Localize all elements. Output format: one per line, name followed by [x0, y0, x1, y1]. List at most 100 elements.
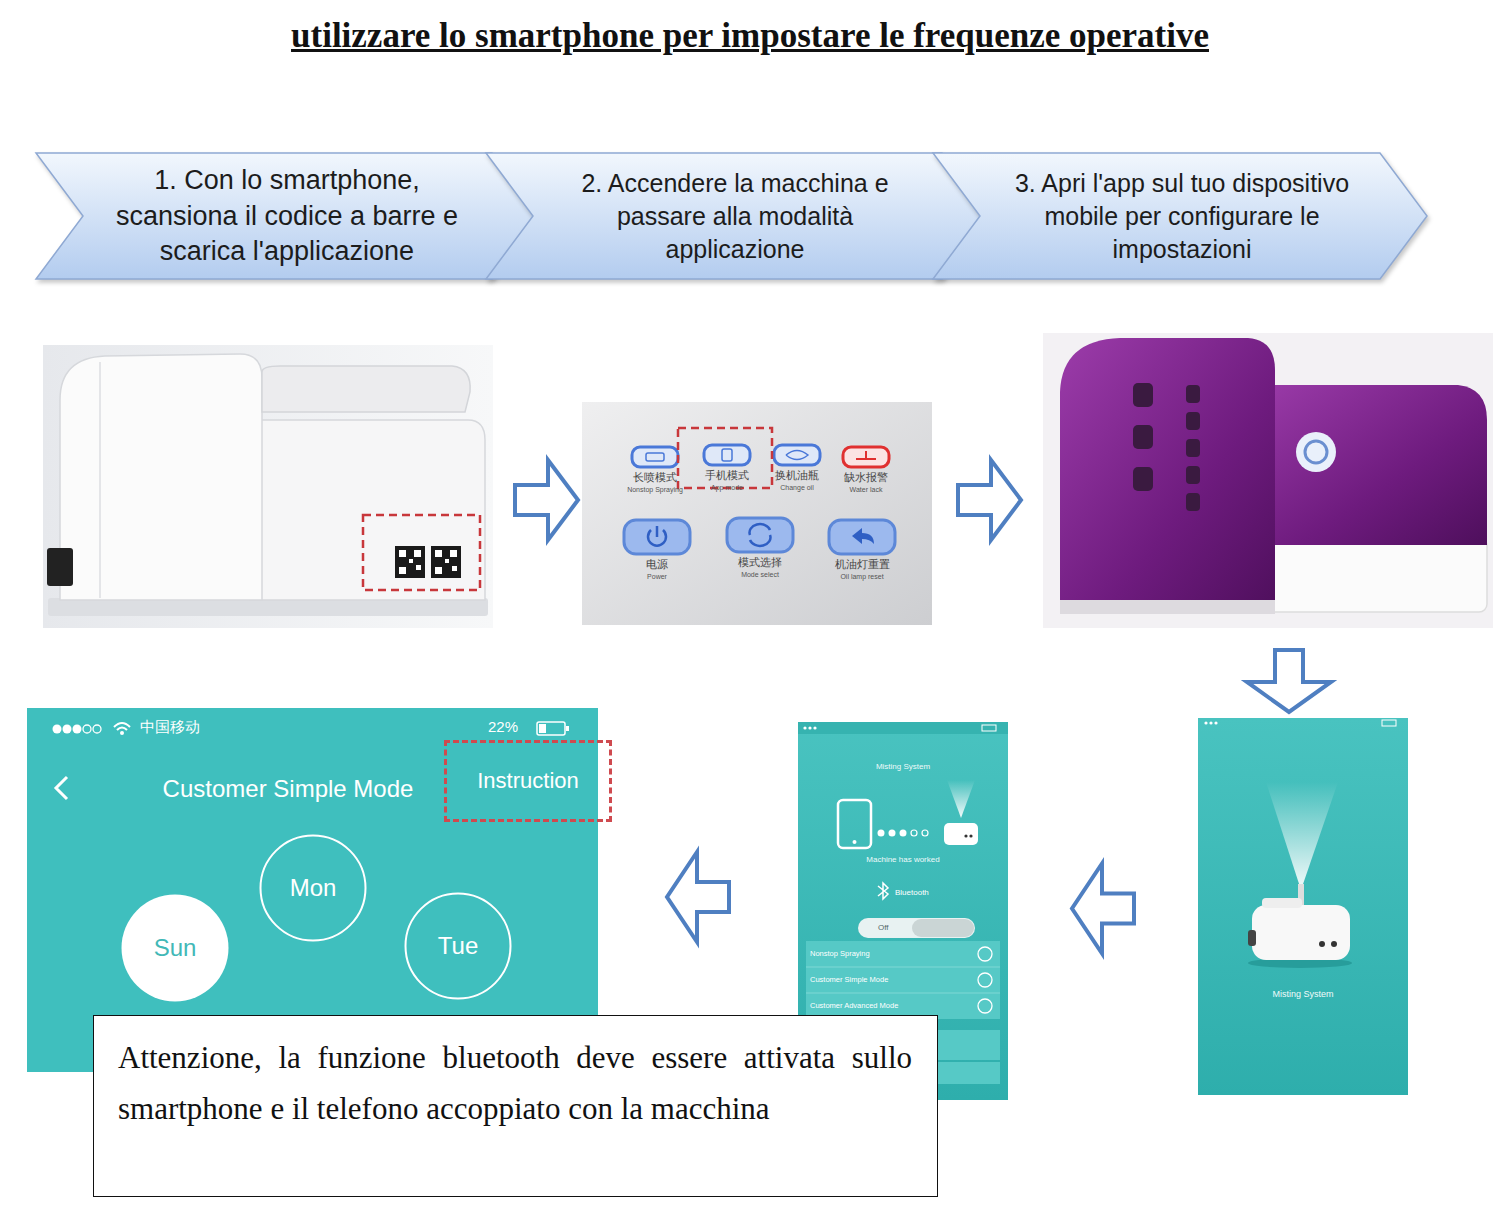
step-chevron: 1. Con lo smartphone, scansiona il codic…	[35, 152, 540, 280]
screen-text: Misting System	[1198, 989, 1408, 1000]
phone-screen-art-part	[1252, 905, 1350, 960]
control-panel-photo-part	[656, 526, 659, 537]
control-panel-photo-part	[750, 524, 771, 546]
flow-block-arrows-part	[958, 460, 1021, 540]
control-panel-photo-part	[632, 447, 678, 467]
screen-text: Customer Simple Mode	[810, 975, 970, 984]
purple-machine-photo-part	[1133, 467, 1153, 491]
control-panel-photo-part	[722, 449, 732, 461]
panel-label: Power	[617, 573, 697, 581]
purple-machine-photo-part	[1305, 441, 1327, 463]
phone-screen-art-part	[566, 726, 569, 731]
phone-screen-art-part	[114, 723, 130, 730]
purple-machine-photo-part	[1060, 600, 1275, 614]
day-text: Tue	[404, 892, 512, 1000]
purple-machine-photo-part	[1255, 538, 1487, 612]
phone-screen-art-part	[982, 725, 996, 731]
phone-screen-art-part	[858, 918, 975, 938]
step-text: 3. Apri l'app sul tuo dispositivo mobile…	[1002, 167, 1362, 266]
phone-screen-art-part	[853, 840, 857, 844]
purple-machine-photo-part	[1186, 439, 1200, 457]
screen-text: 22%	[488, 718, 538, 736]
phone-screen-art-part	[1266, 782, 1338, 890]
phone-screen-art-part	[878, 883, 888, 899]
phone-screen-art-part	[944, 823, 978, 845]
chevron-outline	[486, 153, 989, 279]
control-panel-photo-part	[774, 445, 820, 465]
phone-screen-art-part	[964, 834, 967, 837]
white-machine-photo-part	[363, 515, 480, 590]
phone-screen-art-part	[539, 724, 546, 733]
day-text: Mon	[259, 834, 367, 942]
phone-screen-art-part	[56, 777, 67, 799]
phone-screen-art-part	[537, 722, 565, 735]
phone-screen-art-part	[912, 919, 974, 937]
phone-screen-art-part	[1331, 941, 1337, 947]
phone-screen-art-part	[922, 830, 928, 836]
screen-text: Off	[878, 923, 908, 933]
purple-machine-photo-part	[1296, 432, 1336, 472]
panel-label: Change oil	[757, 484, 837, 492]
phone-screen: Misting System	[1198, 718, 1408, 1095]
white-machine-photo-part	[60, 354, 262, 600]
phone-screen-art-part	[1262, 898, 1302, 908]
flow-block-arrows-part	[1247, 650, 1331, 712]
phone-screen-art-part	[900, 830, 907, 837]
purple-machine-photo-part	[1186, 466, 1200, 484]
phone-screen-art-part	[73, 725, 82, 734]
chevron-outline	[933, 153, 1427, 279]
phone-screen-art-part	[93, 725, 101, 733]
phone-screen-art-part	[978, 947, 992, 961]
control-panel-photo-part	[856, 451, 876, 459]
purple-machine-photo-part	[1060, 338, 1275, 612]
note-text: Attenzione, la funzione bluetooth deve e…	[118, 1032, 912, 1134]
flow-arrow	[667, 852, 729, 942]
control-panel-photo	[582, 402, 932, 625]
phone-screen-art-part	[83, 725, 91, 733]
white-machine-photo-part	[450, 550, 457, 557]
purple-machine-photo-part	[1133, 425, 1153, 449]
flow-block-arrows-part	[515, 460, 578, 540]
phone-screen-art-part	[1214, 721, 1217, 724]
note-box: Attenzione, la funzione bluetooth deve e…	[93, 1015, 938, 1197]
phone-screen-art-part	[798, 722, 1008, 734]
control-panel-photo-part	[786, 451, 808, 460]
phone-screen-art-part	[808, 726, 811, 729]
phone-screen-art-part	[1209, 721, 1212, 724]
purple-machine-photo	[1043, 333, 1493, 628]
white-machine-photo-part	[399, 567, 406, 574]
phone-screen-art-part	[878, 830, 885, 837]
step-chevron: 3. Apri l'app sul tuo dispositivo mobile…	[932, 152, 1428, 280]
chevron-outline	[36, 153, 539, 279]
phone-screen-art-part	[803, 726, 806, 729]
phone-screen-art-part	[806, 993, 1000, 994]
white-machine-photo	[43, 345, 493, 628]
phone-screen-art-part	[1319, 941, 1325, 947]
purple-machine-photo-part	[1186, 493, 1200, 511]
phone-screen-art-part	[1248, 930, 1256, 946]
highlight-box: Instruction	[444, 740, 612, 822]
white-machine-photo-part	[262, 366, 470, 412]
step-chevron: 2. Accendere la macchina e passare alla …	[485, 152, 990, 280]
control-panel-photo-part	[646, 453, 664, 461]
white-machine-photo-part	[395, 546, 425, 578]
phone-screen-art-part	[1198, 718, 1408, 1095]
phone-screen-art-part	[1204, 721, 1207, 724]
white-machine-photo-part	[435, 567, 442, 574]
phone-screen-art-part	[813, 726, 816, 729]
phone-screen-art-part	[806, 941, 1000, 1019]
phone-screen-art-part	[978, 999, 992, 1013]
purple-machine-photo-part	[1043, 333, 1493, 628]
panel-label: Nonstop Spraying	[615, 486, 695, 494]
panel-label: 长喷模式	[615, 471, 695, 484]
white-machine-photo-part	[399, 550, 406, 557]
panel-label: 换机油瓶	[757, 469, 837, 482]
phone-screen-art-part	[806, 967, 1000, 968]
screen-text: Machine has worked	[798, 855, 1008, 865]
phone-screen-art-part	[911, 830, 917, 836]
phone-screen-art-part	[1382, 720, 1396, 726]
control-panel-photo-part	[852, 528, 874, 544]
button-text: Instruction	[447, 743, 609, 819]
white-machine-photo-part	[414, 550, 421, 557]
